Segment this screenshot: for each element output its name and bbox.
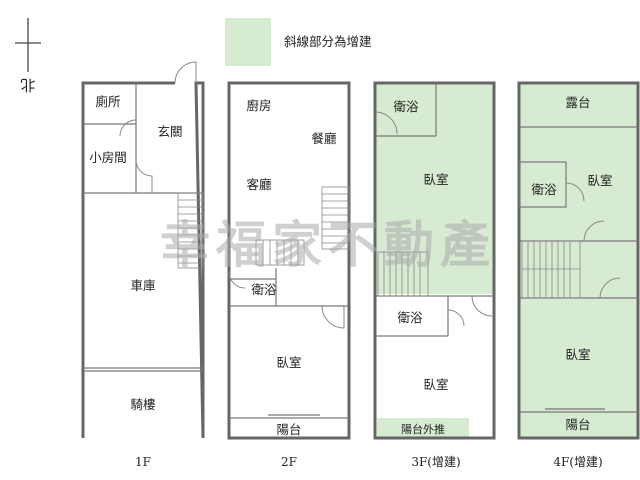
north-arrow-icon: 北	[15, 18, 41, 94]
stair-2f-icon	[255, 186, 350, 266]
added-area-3f-top	[375, 83, 494, 294]
room-2f-dining: 餐廳	[311, 131, 337, 146]
room-4f-bedroom-top: 臥室	[587, 173, 612, 188]
legend: 斜線部分為增建	[225, 18, 372, 66]
added-area-4f	[519, 83, 638, 438]
room-1f-arcade: 騎樓	[130, 397, 155, 412]
room-1f-toilet: 廁所	[95, 94, 120, 109]
room-2f-kitchen: 廚房	[246, 98, 271, 113]
floor-4f: 露台 衛浴 臥室 臥室 陽台 4F(增建)	[517, 81, 640, 469]
room-4f-bedroom-bottom: 臥室	[565, 347, 590, 362]
legend-label: 斜線部分為增建	[284, 34, 372, 49]
room-2f-bath: 衛浴	[251, 282, 277, 297]
stair-3f-icon	[377, 251, 429, 297]
watermark-text: 幸福家不動產	[160, 216, 496, 274]
legend-swatch	[225, 18, 271, 66]
room-1f-small-room: 小房間	[89, 150, 127, 165]
floor-caption-4f: 4F(增建)	[553, 455, 602, 469]
floor-caption-3f: 3F(增建)	[411, 455, 460, 469]
room-3f-bedroom-bottom: 臥室	[423, 377, 448, 392]
room-1f-entry: 玄關	[157, 124, 182, 139]
floor-1f: 廁所 玄關 小房間 車庫 騎樓 1F	[81, 61, 205, 469]
room-3f-balcony-ext: 陽台外推	[401, 422, 445, 436]
room-3f-bath-bottom: 衛浴	[397, 310, 423, 325]
room-4f-balcony: 陽台	[565, 417, 590, 432]
floor-caption-1f: 1F	[135, 455, 151, 469]
added-area-3f-balcony	[377, 418, 469, 438]
room-3f-bedroom-top: 臥室	[423, 172, 448, 187]
north-label: 北	[20, 76, 35, 94]
room-2f-balcony: 陽台	[276, 422, 301, 437]
room-4f-terrace: 露台	[565, 95, 590, 110]
room-4f-bath: 衛浴	[531, 182, 557, 197]
floor-2f: 廚房 餐廳 客廳 衛浴 臥室 陽台 2F	[227, 81, 351, 469]
stair-1f-icon	[177, 192, 204, 269]
stair-4f-icon	[521, 240, 581, 299]
floor-caption-2f: 2F	[281, 455, 297, 469]
room-3f-bath-top: 衛浴	[393, 99, 419, 114]
room-1f-garage: 車庫	[130, 278, 155, 293]
floor-3f: 衛浴 臥室 衛浴 臥室 陽台外推 3F(增建)	[373, 81, 496, 469]
room-2f-bedroom: 臥室	[276, 355, 301, 370]
room-2f-living: 客廳	[246, 177, 272, 192]
